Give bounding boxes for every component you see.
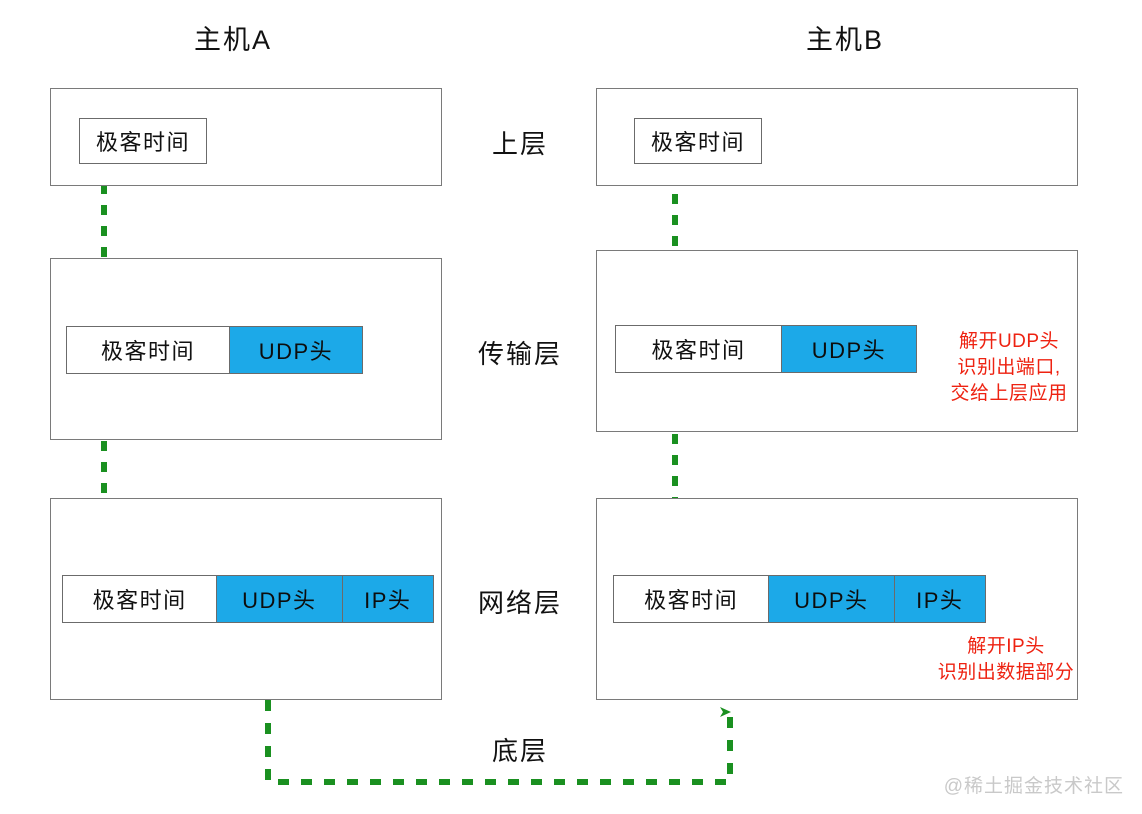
packet-segment-label: 极客时间: [92, 588, 187, 613]
packet-segment-ip-header: IP头: [893, 576, 986, 622]
layer-label-text: 网络层: [477, 588, 562, 618]
host-a-network-packet: 极客时间 UDP头 IP头: [62, 575, 434, 623]
note-unwrap-udp-header: 解开UDP头 识别出端口, 交给上层应用: [934, 329, 1084, 407]
packet-segment-label: IP头: [364, 588, 412, 613]
packet-segment-payload: 极客时间: [67, 327, 229, 373]
layer-label-text: 上层: [491, 129, 548, 159]
packet-segment-udp-header: UDP头: [768, 576, 894, 622]
note-line-2: 识别出数据部分: [937, 662, 1075, 683]
layer-label-upper: 上层: [460, 124, 580, 161]
packet-segment-label: 极客时间: [100, 339, 195, 364]
layer-label-text: 传输层: [477, 339, 562, 369]
host-b-upper-app-label: 极客时间: [650, 130, 745, 155]
host-a-transport-packet: 极客时间 UDP头: [66, 326, 363, 374]
packet-segment-label: UDP头: [811, 338, 887, 363]
packet-segment-label: 极客时间: [644, 588, 739, 613]
packet-segment-label: 极客时间: [651, 338, 746, 363]
layer-label-network: 网络层: [460, 583, 580, 620]
host-a-title: 主机A: [194, 25, 273, 55]
host-b-transport-packet: 极客时间 UDP头: [615, 325, 917, 373]
host-b-network-packet: 极客时间 UDP头 IP头: [613, 575, 986, 623]
flow-link-layer-a-to-b: [265, 700, 733, 785]
watermark: @稀土掘金技术社区: [943, 776, 1124, 797]
layer-label-transport: 传输层: [460, 334, 580, 371]
packet-segment-label: IP头: [916, 588, 964, 613]
layer-label-link: 底层: [460, 731, 580, 768]
host-a-upper-app-label: 极客时间: [95, 130, 190, 155]
packet-segment-udp-header: UDP头: [780, 326, 916, 372]
packet-segment-label: UDP头: [258, 339, 334, 364]
packet-segment-udp-header: UDP头: [228, 327, 362, 373]
packet-segment-label: UDP头: [794, 588, 869, 613]
note-line-1: 解开UDP头: [958, 331, 1060, 352]
packet-segment-ip-header: IP头: [341, 576, 434, 622]
packet-segment-label: UDP头: [242, 588, 317, 613]
layer-label-text: 底层: [491, 736, 548, 766]
host-b-title: 主机B: [806, 25, 885, 55]
note-line-2: 识别出端口,: [957, 357, 1061, 378]
packet-segment-payload: 极客时间: [63, 576, 217, 622]
note-line-1: 解开IP头: [967, 636, 1045, 657]
host-b-upper-app-box: 极客时间: [634, 118, 762, 164]
packet-segment-payload: 极客时间: [614, 576, 769, 622]
host-a-upper-app-box: 极客时间: [79, 118, 207, 164]
note-unwrap-ip-header: 解开IP头 识别出数据部分: [922, 634, 1090, 686]
packet-segment-payload: 极客时间: [616, 326, 781, 372]
packet-segment-udp-header: UDP头: [216, 576, 342, 622]
note-line-3: 交给上层应用: [950, 383, 1068, 404]
